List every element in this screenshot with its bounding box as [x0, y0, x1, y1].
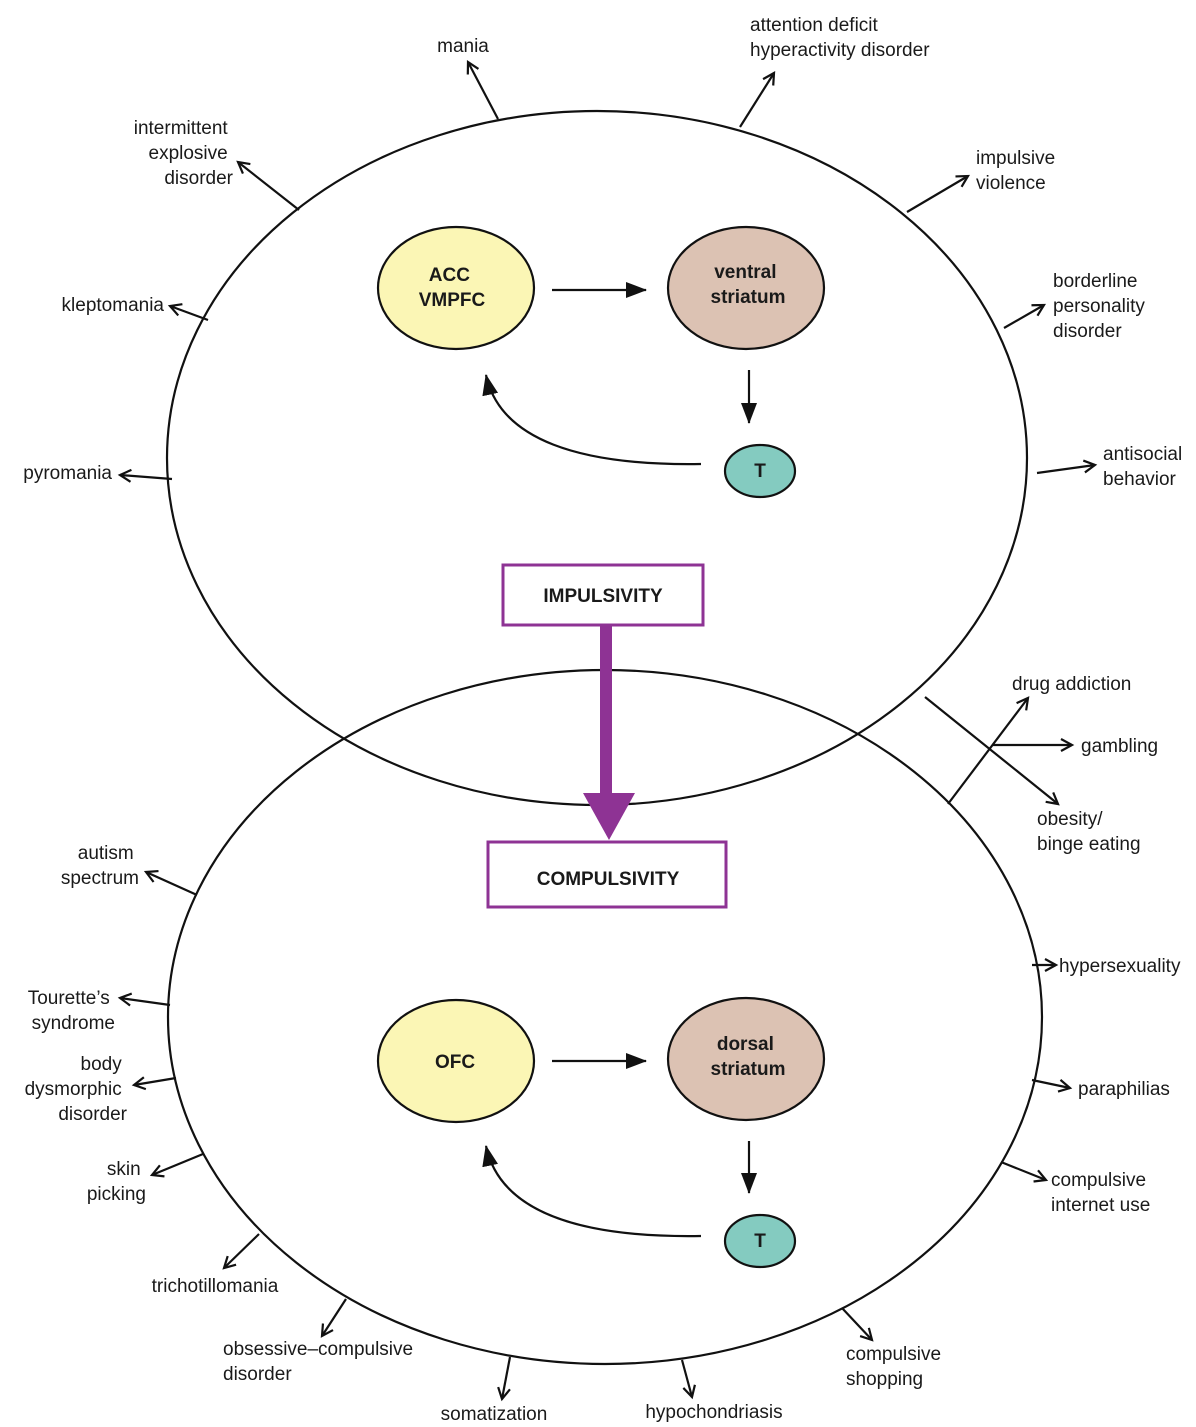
paraphilias-label: paraphilias	[1078, 1079, 1170, 1100]
dorsal-striatum-node	[666, 996, 826, 1122]
tourettes-arrow	[117, 992, 171, 1007]
obesity-label: obesity/ binge eating	[1037, 809, 1141, 855]
ventral-striatum-node	[666, 225, 826, 351]
transition-arrow-shaft	[600, 625, 612, 795]
impulsivity-ellipse	[165, 109, 1029, 807]
acc-vmpfc-node	[376, 225, 536, 351]
drug-addiction-arrow	[947, 696, 1030, 805]
skin-picking-label: skin picking	[87, 1159, 146, 1205]
shared-disorder-labels: drug addiction gambling obesity/ binge e…	[1012, 674, 1158, 855]
intermittent-explosive-label: intermittent explosive disorder	[134, 118, 234, 189]
impulsivity-loop: ACC VMPFC ventral striatum T	[376, 225, 826, 499]
pyromania-arrow	[117, 468, 173, 483]
trichotillomania-arrow	[222, 1233, 260, 1270]
compulsivity-thalamus-node	[723, 1213, 797, 1269]
kleptomania-label: kleptomania	[62, 295, 165, 316]
impulsivity-box-label: IMPULSIVITY	[543, 586, 663, 607]
autism-arrow	[143, 869, 198, 897]
pyromania-label: pyromania	[23, 463, 112, 484]
dorsal-striatum-label: dorsal striatum	[711, 1034, 786, 1080]
skin-picking-arrow	[149, 1152, 204, 1178]
impulsivity-disorder-arrows	[117, 59, 1098, 483]
thalamus-to-acc-arrow	[482, 374, 702, 466]
autism-label: autism spectrum	[61, 843, 139, 889]
adhd-arrow	[739, 71, 776, 128]
mania-label: mania	[437, 36, 489, 57]
compulsive-shopping-arrow	[841, 1307, 874, 1342]
compulsivity-loop: OFC dorsal striatum T	[376, 996, 826, 1269]
compulsivity-box-label: COMPULSIVITY	[537, 869, 680, 890]
hypersexuality-label: hypersexuality	[1059, 956, 1181, 977]
thalamus-to-ofc-arrow	[482, 1145, 702, 1238]
borderline-label: borderline personality disorder	[1053, 271, 1150, 342]
borderline-arrow	[1003, 303, 1046, 329]
intermittent-explosive-arrow	[236, 160, 300, 211]
mania-arrow	[466, 59, 499, 120]
gambling-label: gambling	[1081, 736, 1158, 757]
shared-disorder-arrows	[924, 696, 1075, 806]
ventral-striatum-label: ventral striatum	[711, 262, 786, 308]
impulsivity-disorder-labels: mania attention deficit hyperactivity di…	[23, 15, 1188, 490]
body-dysmorphic-label: body dysmorphic disorder	[25, 1054, 128, 1125]
obesity-arrow	[924, 696, 1060, 806]
compulsivity-thalamus-label: T	[754, 1231, 766, 1252]
impulsive-violence-arrow	[906, 174, 970, 213]
impulsive-violence-label: impulsive violence	[976, 148, 1060, 194]
ofc-label: OFC	[435, 1052, 475, 1073]
compulsivity-disorder-arrows	[117, 869, 1073, 1402]
hypochondriasis-arrow	[680, 1359, 696, 1400]
body-dysmorphic-arrow	[131, 1076, 177, 1091]
antisocial-arrow	[1036, 459, 1098, 475]
ocd-arrow	[320, 1298, 347, 1338]
compulsivity-disorder-labels: autism spectrum Tourette’s syndrome hype…	[25, 843, 1181, 1425]
compulsive-shopping-label: compulsive shopping	[846, 1344, 946, 1390]
impulsivity-thalamus-label: T	[754, 461, 766, 482]
somatization-arrow	[497, 1356, 512, 1402]
paraphilias-arrow	[1031, 1078, 1073, 1093]
kleptomania-arrow	[167, 303, 209, 322]
trichotillomania-label: trichotillomania	[152, 1276, 279, 1297]
compulsivity-box	[486, 840, 728, 909]
transition-arrow-head	[583, 793, 635, 840]
drug-addiction-label: drug addiction	[1012, 674, 1131, 695]
ofc-node	[376, 998, 536, 1124]
impulsivity-box	[501, 563, 705, 627]
adhd-label: attention deficit hyperactivity disorder	[750, 15, 930, 61]
compulsive-internet-label: compulsive internet use	[1051, 1170, 1151, 1216]
impulsivity-thalamus-node	[723, 443, 797, 499]
antisocial-label: antisocial behavior	[1103, 444, 1188, 490]
compulsive-internet-arrow	[1000, 1160, 1049, 1183]
tourettes-label: Tourette’s syndrome	[28, 988, 115, 1034]
ocd-label: obsessive–compulsive disorder	[223, 1339, 418, 1385]
hypochondriasis-label: hypochondriasis	[645, 1402, 782, 1423]
acc-vmpfc-label: ACC VMPFC	[419, 265, 486, 311]
somatization-label: somatization	[441, 1404, 548, 1425]
